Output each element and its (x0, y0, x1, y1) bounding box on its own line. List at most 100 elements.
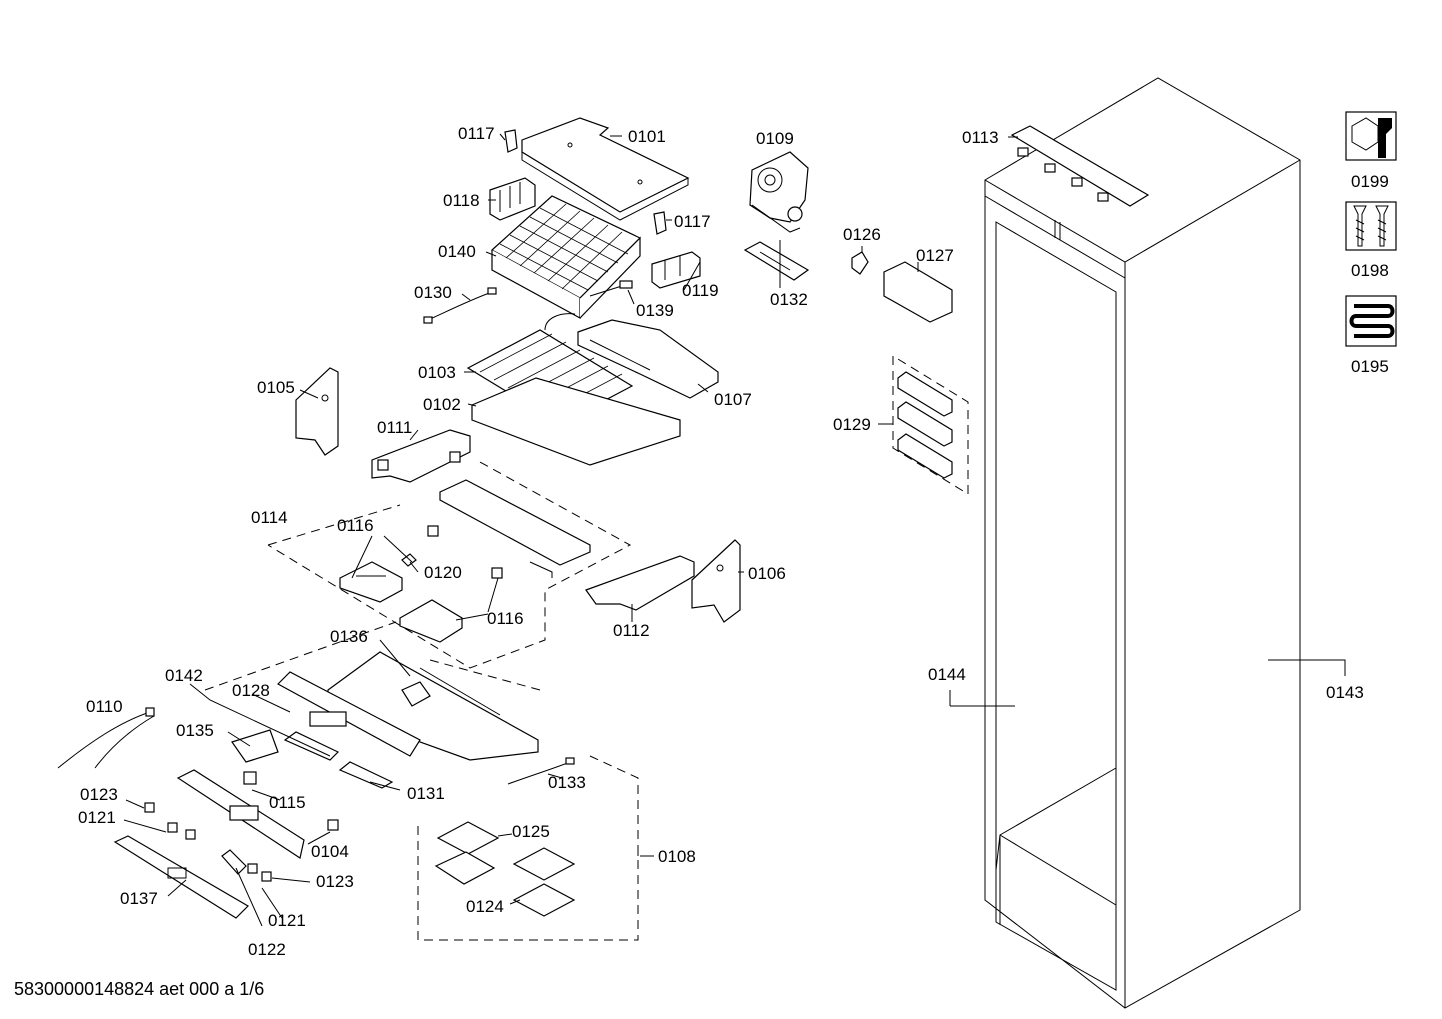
sensor-cable-lower-part[interactable] (507, 757, 575, 785)
label-0124[interactable]: 0124 (466, 897, 504, 916)
fascia-plate-part[interactable] (113, 835, 249, 919)
key-part[interactable] (221, 849, 247, 875)
bulb-part[interactable] (401, 553, 417, 567)
heat-bracket-part[interactable] (489, 177, 536, 221)
switch-part[interactable] (851, 251, 869, 275)
label-0120[interactable]: 0120 (424, 563, 462, 582)
fan-motor-part[interactable] (749, 151, 809, 233)
strip-part-3[interactable] (897, 433, 953, 479)
cover-clip-part[interactable] (231, 729, 279, 763)
clip-part-lower[interactable] (653, 211, 667, 235)
label-0195[interactable]: 0195 (1351, 357, 1389, 376)
label-0130[interactable]: 0130 (414, 283, 452, 302)
button-part-6[interactable] (247, 863, 258, 874)
label-0135[interactable]: 0135 (176, 721, 214, 740)
knob-part[interactable] (243, 771, 257, 785)
label-0132[interactable]: 0132 (770, 290, 808, 309)
label-0140[interactable]: 0140 (438, 242, 476, 261)
label-0114[interactable]: 0114 (251, 508, 288, 527)
label-0117-upper[interactable]: 0117 (458, 124, 495, 143)
label-0125[interactable]: 0125 (512, 822, 550, 841)
label-0199[interactable]: 0199 (1351, 172, 1389, 191)
strip-part-2[interactable] (897, 401, 953, 447)
panel-strip-part[interactable] (883, 261, 953, 323)
top-rail-part[interactable] (1010, 125, 1150, 207)
light-rail-part[interactable] (439, 479, 591, 578)
seal-part-1[interactable] (436, 821, 500, 855)
control-base-part[interactable] (327, 651, 539, 761)
label-0112[interactable]: 0112 (613, 621, 650, 640)
label-0139[interactable]: 0139 (636, 301, 674, 320)
lamp-socket-part-right[interactable] (399, 599, 463, 643)
label-0123-lower[interactable]: 0123 (316, 872, 354, 891)
tray-part[interactable] (471, 377, 681, 466)
label-0127[interactable]: 0127 (916, 246, 954, 265)
label-0198[interactable]: 0198 (1351, 261, 1389, 280)
label-0105[interactable]: 0105 (257, 378, 295, 397)
label-0119[interactable]: 0119 (682, 281, 719, 300)
label-0108[interactable]: 0108 (658, 847, 696, 866)
label-0123-upper[interactable]: 0123 (80, 785, 118, 804)
cap-part-lower[interactable] (491, 567, 503, 579)
hex-nut-wrench-icon[interactable] (1345, 111, 1397, 161)
holder-arm-part[interactable] (371, 429, 471, 483)
label-0116-lower[interactable]: 0116 (487, 609, 524, 628)
side-bracket-right-part[interactable] (691, 539, 741, 623)
label-0133[interactable]: 0133 (548, 773, 586, 792)
clip-part-upper[interactable] (504, 129, 518, 153)
label-0144[interactable]: 0144 (928, 665, 966, 684)
label-0128[interactable]: 0128 (232, 681, 270, 700)
label-0126[interactable]: 0126 (843, 225, 881, 244)
sensor-cable-part[interactable] (423, 287, 497, 324)
button-part-3[interactable] (185, 829, 196, 840)
screws-icon[interactable] (1345, 201, 1397, 251)
label-0101[interactable]: 0101 (628, 127, 666, 146)
label-0113[interactable]: 0113 (962, 128, 999, 147)
control-frame-part[interactable] (277, 671, 421, 757)
button-part-1[interactable] (144, 802, 155, 813)
bracket-bar-part[interactable] (743, 241, 810, 281)
seal-part-4[interactable] (512, 883, 576, 917)
air-duct-part[interactable] (577, 319, 719, 399)
label-0104[interactable]: 0104 (311, 842, 349, 861)
label-0136[interactable]: 0136 (330, 627, 368, 646)
cabinet-housing[interactable] (984, 77, 1301, 1009)
label-0116-upper[interactable]: 0116 (337, 516, 374, 535)
cover-plate-part[interactable] (521, 117, 690, 221)
label-0115[interactable]: 0115 (269, 793, 306, 812)
label-0122[interactable]: 0122 (248, 940, 286, 959)
label-0106[interactable]: 0106 (748, 564, 786, 583)
label-0110[interactable]: 0110 (86, 697, 123, 716)
label-0118[interactable]: 0118 (443, 191, 480, 210)
side-bracket-left-part[interactable] (295, 367, 339, 456)
lamp-socket-part-left[interactable] (339, 561, 403, 603)
filter-part-lower[interactable] (338, 761, 394, 789)
cap-part-upper[interactable] (427, 525, 439, 537)
sensor-part[interactable] (589, 280, 633, 297)
label-0117-lower[interactable]: 0117 (674, 212, 711, 231)
evaporator-part[interactable] (490, 195, 642, 320)
holder-block-part[interactable] (651, 251, 701, 289)
control-panel-part[interactable] (176, 769, 305, 859)
seal-part-3[interactable] (512, 847, 576, 881)
label-0121-upper[interactable]: 0121 (78, 808, 116, 827)
label-0109[interactable]: 0109 (756, 129, 794, 148)
label-0107[interactable]: 0107 (714, 390, 752, 409)
strip-part-1[interactable] (897, 371, 953, 417)
label-0103[interactable]: 0103 (418, 363, 456, 382)
button-part-2[interactable] (167, 822, 178, 833)
label-0121-lower[interactable]: 0121 (268, 911, 306, 930)
label-0102[interactable]: 0102 (423, 395, 461, 414)
label-0129[interactable]: 0129 (833, 415, 871, 434)
button-part-5[interactable] (261, 871, 272, 882)
seal-part-2[interactable] (434, 851, 496, 885)
label-0142[interactable]: 0142 (165, 666, 203, 685)
cable-harness-part[interactable] (57, 707, 155, 769)
button-part-4[interactable] (327, 819, 339, 831)
heating-coil-icon[interactable] (1345, 295, 1397, 347)
label-0131[interactable]: 0131 (407, 784, 445, 803)
holder-arm-lower-part[interactable] (585, 555, 695, 611)
label-0111[interactable]: 0111 (377, 418, 412, 437)
control-board-part[interactable] (401, 681, 431, 707)
label-0143[interactable]: 0143 (1326, 683, 1364, 702)
